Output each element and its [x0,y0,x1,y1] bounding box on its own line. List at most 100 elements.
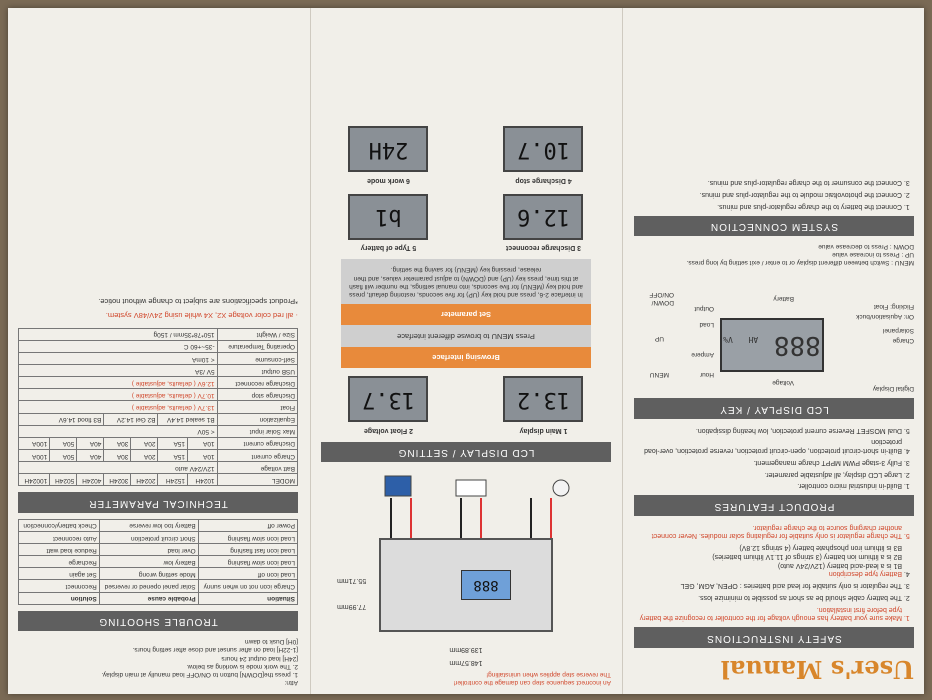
row-label: Charge current [217,449,298,462]
cell: 12V/24V auto [18,461,218,474]
column-header: Solution [18,592,100,605]
key-lcd-unit-v: V% [723,335,733,345]
key-lcd-value: 888 [773,330,821,361]
attn-line: 2. The work mode is working as below. [186,662,298,670]
key-lcd-unit-ah: AH [748,335,759,345]
cell: Power off [198,519,298,532]
cell: B1 sealed 14.4V [158,413,218,426]
battery-type-title: Battery type description [828,570,902,578]
lcd-key-diagram: Digital Display Voltage Hour MENU Ampere… [634,273,914,392]
table-row: USB output 5V /3A [18,364,298,377]
table-row: Charge icon not on when sunny Solar pane… [18,580,298,593]
cell: < 50V [18,425,218,438]
press-menu-browse: Press MENU to browse different interface [341,325,591,347]
battery-type: B2 is a lithium ion battery (3 strings o… [712,553,902,560]
table-row: Load icon slow flashing Short circuit pr… [18,531,298,544]
table-row: Self-consume < 10mA [18,352,298,365]
cell: 30A [103,449,131,462]
label-output: Output [694,305,714,313]
trouble-heading: TROUBLE SHOOTING [18,610,298,632]
row-label: Discharge stop [217,388,298,401]
lcd-value: 13.2 [503,376,584,422]
label-float: Flicking: Float [873,303,914,311]
label-up: UP [654,335,664,343]
cell: 12.6V ( defaults, adjustable ) [18,376,218,389]
lcd-value: 24H [348,125,429,172]
footer-note: The reverse step applies when uninstalli… [486,670,611,678]
table-row: Discharge reconnect 12.6V ( defaults, ad… [18,376,298,389]
table-row: Charge current 10A 15A 20A 30A 40A 50A 1… [18,449,298,462]
key-note: DOWN : Press to decrease value [818,243,914,251]
lcd-discharge-stop: 4 Discharge stop 10.7 [476,125,611,184]
label-down-onoff: DOWN/ ON/OFF [649,291,674,307]
lcd-battery-type: 5 Type of battery b1 [321,193,456,251]
safety-item: Make sure your battery has enough voltag… [634,604,902,622]
label-ampere: Ampere [691,351,714,359]
feature-item: Built-in short-circuit protection, open-… [634,437,902,455]
lcd-setting-panel: An incorrect sequence step can damage th… [311,8,621,694]
row-label: Float [217,401,298,414]
cell: Reconnect [18,580,100,593]
footer-note: An incorrect sequence step can damage th… [453,679,611,686]
cell: 20A [130,449,158,462]
lcd-main-display: 1 Main display 13.2 [476,376,611,434]
cell: Load icon slow flashing [198,555,298,568]
cell: 50A [49,437,77,450]
cell: Load icon slow flashing [198,531,298,544]
table-row: Load icon fast flashing Over load Reduce… [18,543,298,556]
set-parameter-instructions: In interface 2-6, press and hold key (UP… [341,259,591,304]
battery-type: B3 is lithium iron phosphate battery (4 … [739,544,902,552]
key-note: MENU : Switch between different display … [686,259,915,267]
fold-line [622,8,623,694]
table-row: Equalization B1 sealed 14.4V B2 Gel 14.2… [18,413,298,426]
feature-item: Fully 3-stage PWM MPPT charge management… [634,457,902,466]
table-row: Load icon off Mode setting wrong Set aga… [18,567,298,580]
cell: Recharge [18,555,100,568]
table-row: Max Solar input < 50V [18,425,298,438]
cell: 15A [158,449,188,462]
cell: Charge icon not on when sunny [198,580,298,593]
lcd-value: 13.7 [348,376,429,422]
lcd-discharge-reconnect: 3 Discharge reconnect 12.6 [476,193,611,251]
safety-item: Battery type description B1 is a lead-ac… [634,543,902,578]
lcd-screens-grid: 3 Discharge reconnect 12.6 5 Type of bat… [321,125,611,251]
lcd-screens-grid: 1 Main display 13.2 2 Float voltage 13.7 [321,376,611,434]
cell: 20A [130,437,158,450]
cell: Battery low [99,555,199,568]
features-heading: PRODUCT FEATURES [634,495,914,516]
lcd-setting-heading: LCD DISPLAY / SETTING [321,441,611,463]
lcd-float-voltage: 2 Float voltage 13.7 [321,376,456,434]
red-note: · all red color voltage X2, X4 while usi… [105,310,298,320]
cell: Over load [99,543,199,556]
device-screen: 888 [461,570,511,601]
row-label: Batt voltage [217,461,298,474]
cell: Battery too low reverse [99,519,199,532]
column-header: Probable cause [99,592,199,605]
row-label: Operating Temperature [217,340,298,353]
row-label: Max Solar input [217,425,298,438]
cell: Auto reconnect [18,531,100,544]
battery-type: B1 is a lead-acid battery (12V/24V auto) [777,561,902,569]
cell: 5024H [49,473,77,486]
spec-panel: Attn: 1. press the[DOWN] button to ON/OF… [8,8,308,694]
set-parameter: Set parameter [341,303,591,326]
table-row: Discharge stop 10.7V ( defaults, adjusta… [18,388,298,401]
label-menu: MENU [649,371,669,379]
connection-heading: SYSTEM CONNECTION [634,215,914,237]
cell: Reduce load watt [18,543,100,556]
table-row: Load icon slow flashing Battery low Rech… [18,555,298,568]
spec-notice: *Product specifications are subject to c… [98,297,298,307]
cell: 100A [18,437,50,450]
dimension-height-outer: 77.99mm [337,603,367,611]
cell: B2 Gel 14.2V [103,413,158,426]
attn-line: [1-22H] load on after sunset and close a… [132,646,299,654]
label-aquisation: On: Aquisation/buck [856,313,914,321]
safety-item: The regulator is only suitable for lead … [634,581,902,589]
dimension-width-outer: 148.57mm [449,658,483,666]
attn-line: 1. press the[DOWN] button to ON/OFF load… [101,670,298,678]
cell: 5V /3A [18,364,218,377]
cell: 13.7V ( defaults, adjustable ) [18,401,218,414]
row-label: Self-consume [217,352,298,365]
label-load: Load [699,321,714,329]
fold-line [310,8,311,694]
